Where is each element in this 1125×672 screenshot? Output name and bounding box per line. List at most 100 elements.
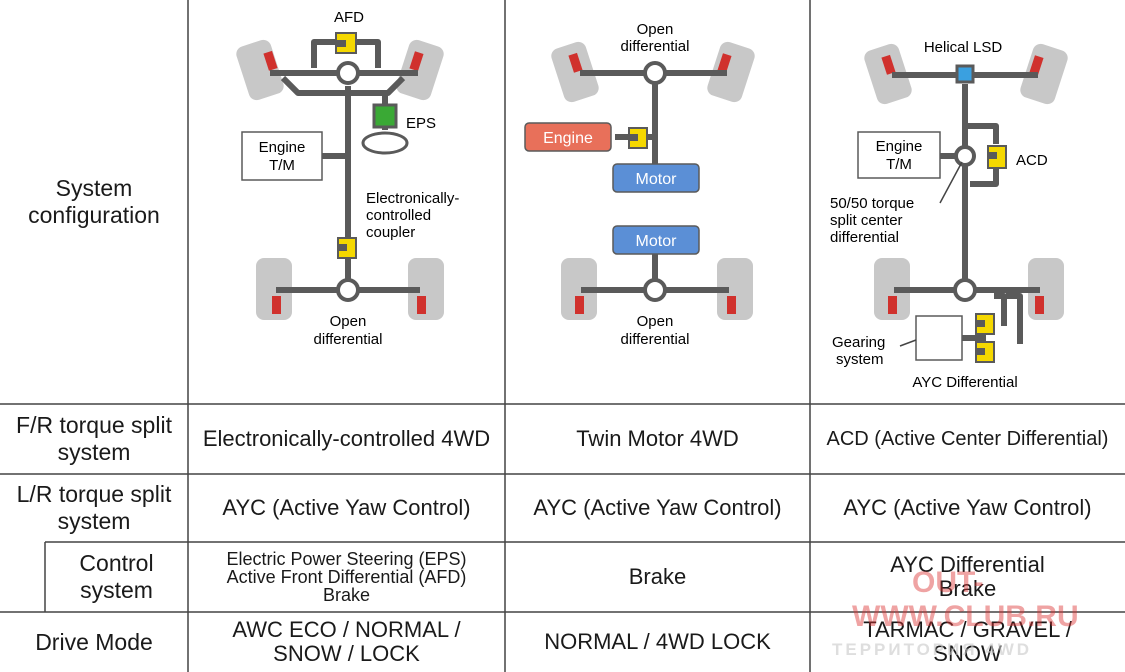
front-differential [336, 61, 360, 85]
watermark-site: WWW.CLUB.RU [852, 600, 1079, 633]
control-cell-2-text: Brake [628, 564, 687, 589]
engine-box [524, 122, 612, 152]
tire-front-right [707, 41, 755, 103]
tire-rear-right [717, 258, 753, 320]
acd-label: ACD [1016, 152, 1048, 169]
brake-front-left [568, 52, 583, 73]
rear-differential [643, 278, 667, 302]
tire-front-right [1020, 43, 1068, 105]
motor-front-label: Motor [636, 171, 678, 188]
control-cell-1-line-2: Active Front Differential (AFD) [226, 567, 467, 587]
lr-cell-2: AYC (Active Yaw Control) [505, 474, 810, 542]
coupler-label-2: controlled [366, 207, 431, 224]
diagram-acd: Helical LSD Engine T/M ACD 50/50 torque … [830, 39, 1068, 391]
drive-mode-cell-1: AWC ECO / NORMAL / SNOW / LOCK [188, 612, 505, 672]
drive-mode-cell-1-line-1: AWC ECO / NORMAL / [232, 617, 461, 642]
fr-cell-electronic-4wd: Electronically-controlled 4WD [188, 404, 505, 474]
torque-split-label-3: differential [830, 229, 899, 246]
open-diff-label-1: Open [330, 313, 367, 330]
tire-rear-left [256, 258, 292, 320]
drive-mode-cell-2-text: NORMAL / 4WD LOCK [544, 629, 771, 654]
fr-label-line-1: F/R torque split [16, 412, 172, 438]
gearing-box [915, 315, 963, 361]
coupler-label-3: coupler [366, 224, 415, 241]
center-differential [954, 145, 976, 167]
motor-rear-box [612, 225, 700, 255]
lr-cell-3: AYC (Active Yaw Control) [810, 474, 1125, 542]
brake-front-left [263, 50, 278, 71]
lr-cell-1: AYC (Active Yaw Control) [188, 474, 505, 542]
drive-mode-label: Drive Mode [35, 628, 153, 655]
motor-rear-label: Motor [636, 233, 678, 250]
control-cell-1: Electric Power Steering (EPS) Active Fro… [188, 542, 505, 612]
torque-split-label-1: 50/50 torque [830, 195, 914, 212]
control-cell-3: AYC Differential Brake [810, 542, 1125, 612]
diagram-twin-motor: Open differential Engine Motor Motor Ope… [524, 21, 755, 348]
row-label-control-system: Control system [45, 542, 188, 612]
brake-rear-left [888, 296, 897, 314]
engine-label: Engine [543, 130, 593, 147]
rear-differential [953, 278, 977, 302]
engine-label-1: Engine [876, 138, 923, 155]
control-cell-1-line-1: Electric Power Steering (EPS) [226, 549, 467, 569]
brake-front-left [881, 54, 896, 75]
gearing-label-1: Gearing [832, 334, 885, 351]
front-differential [643, 61, 667, 85]
ayc-differential-label: AYC Differential [912, 374, 1017, 391]
diagram-electronic-4wd: AFD EPS Engine T/M Electronically- contr… [236, 9, 459, 348]
helical-lsd [955, 64, 975, 84]
config-label-line-2: configuration [28, 202, 160, 228]
open-diff-label-2: differential [314, 331, 383, 348]
fr-cell-acd: ACD (Active Center Differential) [810, 404, 1125, 474]
brake-rear-right [417, 296, 426, 314]
motor-front-box [612, 163, 700, 193]
fr-cell-twin-motor: Twin Motor 4WD [505, 404, 810, 474]
eps-unit [372, 103, 398, 129]
control-cell-3-line-2: Brake [938, 576, 997, 601]
row-label-system-configuration: System configuration [0, 0, 188, 404]
control-cell-3-line-1: AYC Differential [890, 552, 1045, 577]
coupler-label-1: Electronically- [366, 190, 459, 207]
brake-rear-right [727, 296, 736, 314]
fr-cell-1-text: Electronically-controlled 4WD [202, 426, 491, 451]
control-label-line-1: Control [79, 550, 154, 576]
lr-cell-2-text: AYC (Active Yaw Control) [533, 495, 782, 520]
lr-label-line-2: system [57, 508, 131, 534]
tire-rear-left [874, 258, 910, 320]
brake-front-right [409, 51, 424, 72]
drive-mode-cell-3-line-1: TARMAC / GRAVEL / [863, 617, 1072, 642]
drive-mode-cell-1-line-2: SNOW / LOCK [273, 641, 420, 666]
fr-label-line-2: system [57, 439, 131, 465]
row-label-drive-mode: Drive Mode [0, 612, 188, 672]
control-label-line-2: system [80, 577, 153, 603]
open-diff-rear-label-1: Open [637, 313, 674, 330]
row-label-lr-torque-split: L/R torque split system [0, 474, 188, 542]
engine-label-1: Engine [259, 139, 306, 156]
tire-front-right [396, 39, 444, 101]
brake-front-right [1029, 55, 1044, 76]
brake-rear-right [1035, 296, 1044, 314]
control-cell-1-line-3: Brake [322, 585, 371, 605]
engine-label-2: T/M [886, 156, 912, 173]
engine-box [857, 131, 941, 179]
watermark-territory: ТЕРРИТОРИЯ 4WD [832, 640, 1033, 659]
helical-lsd-label: Helical LSD [924, 39, 1003, 56]
engine-box [241, 131, 323, 181]
lr-label-line-1: L/R torque split [16, 481, 172, 507]
engine-label-2: T/M [269, 157, 295, 174]
row-label-fr-torque-split: F/R torque split system [0, 404, 188, 474]
steering-wheel [361, 131, 409, 155]
open-diff-front-label-1: Open [637, 21, 674, 38]
watermark-out: OUT- [912, 566, 984, 599]
drive-mode-cell-2: NORMAL / 4WD LOCK [505, 612, 810, 672]
drive-mode-cell-3: TARMAC / GRAVEL / SNOW [810, 612, 1125, 672]
drive-mode-cell-3-line-2: SNOW [933, 641, 1002, 666]
open-diff-rear-label-2: differential [621, 331, 690, 348]
brake-front-right [717, 53, 732, 74]
lr-cell-1-text: AYC (Active Yaw Control) [222, 495, 471, 520]
rear-differential [336, 278, 360, 302]
control-cell-2: Brake [505, 542, 810, 612]
torque-split-label-2: split center [830, 212, 903, 229]
